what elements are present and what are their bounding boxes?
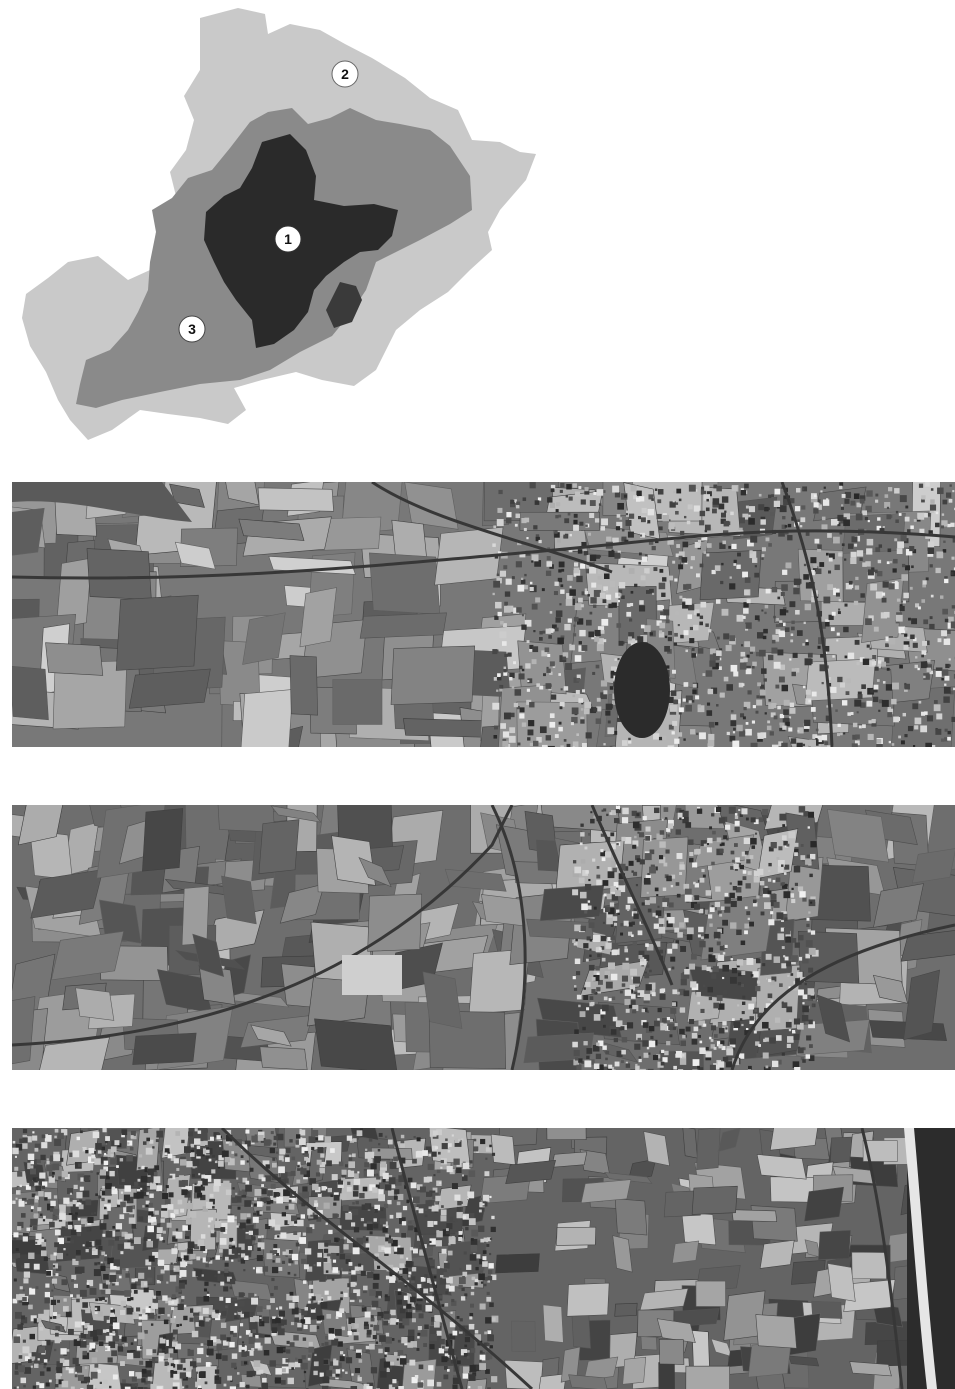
zone-marker-3[interactable]: 3: [178, 315, 206, 343]
zone-marker-2[interactable]: 2: [331, 60, 359, 88]
zone-label-2: 2: [341, 66, 349, 82]
zone-label-1: 1: [284, 231, 292, 247]
zone-1-patch: [326, 282, 362, 328]
aerial-photo-zone-3: [12, 1128, 955, 1389]
zone-label-3: 3: [188, 321, 196, 337]
aerial-photo-1-canvas: [12, 482, 955, 747]
aerial-photo-2-canvas: [12, 805, 955, 1070]
aerial-photo-zone-2: [12, 805, 955, 1070]
aerial-photo-3-canvas: [12, 1128, 955, 1389]
zone-map: 1 2 3: [22, 8, 536, 440]
zone-marker-1[interactable]: 1: [274, 225, 302, 253]
aerial-photo-zone-1: [12, 482, 955, 747]
